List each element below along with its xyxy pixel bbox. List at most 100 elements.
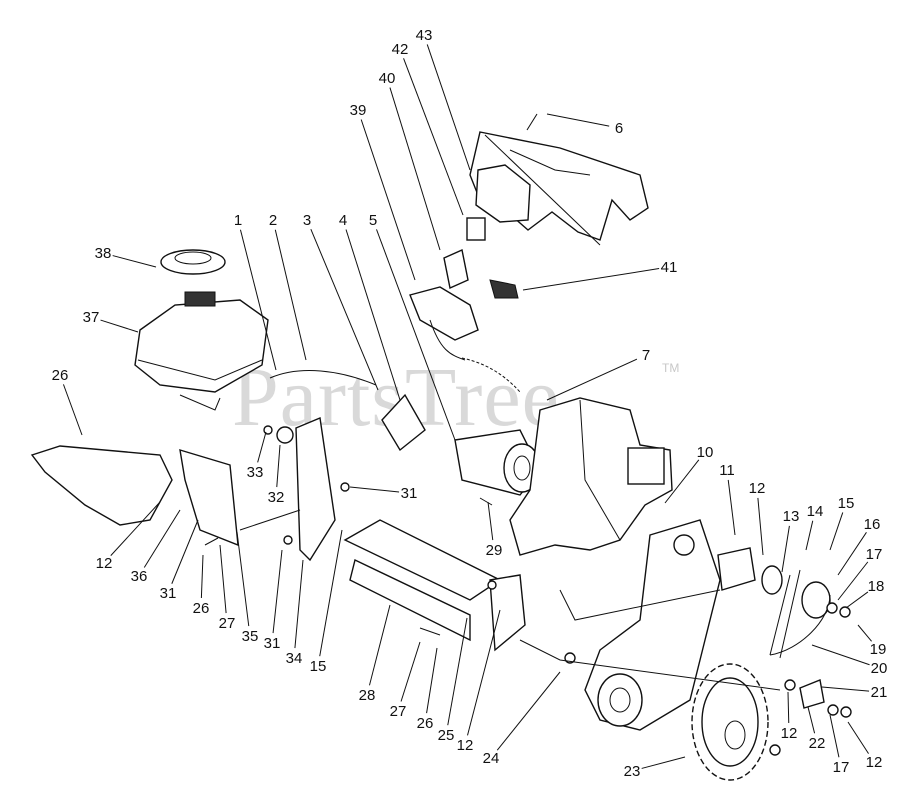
leader-line bbox=[546, 113, 610, 127]
callout-c15b: 15 bbox=[310, 529, 343, 675]
watermark-trademark: TM bbox=[662, 361, 679, 375]
callout-c36: 36 bbox=[131, 509, 181, 585]
callout-number: 12 bbox=[457, 737, 474, 754]
leader-line bbox=[239, 229, 277, 371]
leader-line bbox=[487, 501, 494, 541]
callout-number: 12 bbox=[866, 754, 883, 771]
callout-number: 3 bbox=[303, 212, 311, 229]
callout-c21: 21 bbox=[821, 684, 888, 701]
callout-c14: 14 bbox=[805, 503, 823, 551]
leader-line bbox=[100, 319, 139, 333]
callout-number: 24 bbox=[483, 750, 500, 767]
callout-c18: 18 bbox=[845, 578, 884, 609]
callout-number: 31 bbox=[160, 585, 177, 602]
callout-c7: 7 bbox=[546, 347, 650, 401]
callout-c19: 19 bbox=[857, 624, 887, 658]
callout-number: 31 bbox=[401, 485, 418, 502]
callout-c38: 38 bbox=[95, 245, 157, 268]
callout-c37: 37 bbox=[83, 309, 139, 333]
engine-cover-part bbox=[469, 113, 649, 246]
leader-line bbox=[641, 756, 686, 769]
fuel-tank-part bbox=[134, 249, 269, 411]
callout-number: 27 bbox=[219, 615, 236, 632]
leader-line bbox=[310, 229, 379, 391]
callout-c31b: 31 bbox=[264, 549, 283, 652]
leader-line bbox=[294, 559, 304, 649]
leader-line bbox=[781, 525, 790, 573]
leader-line bbox=[62, 384, 83, 436]
bracket-part bbox=[179, 449, 239, 547]
leader-line bbox=[276, 444, 281, 488]
callout-number: 37 bbox=[83, 309, 100, 326]
wheel-part bbox=[691, 663, 769, 781]
left-panel-part bbox=[30, 445, 173, 526]
callout-number: 16 bbox=[864, 516, 881, 533]
callout-number: 28 bbox=[359, 687, 376, 704]
callout-number: 21 bbox=[871, 684, 888, 701]
callout-number: 12 bbox=[96, 555, 113, 572]
callout-number: 29 bbox=[486, 542, 503, 559]
leader-line bbox=[821, 686, 870, 692]
callout-c17a: 17 bbox=[837, 546, 883, 601]
leader-line bbox=[319, 529, 343, 657]
leader-line bbox=[360, 119, 416, 281]
callout-c25: 25 bbox=[438, 617, 468, 744]
leader-line bbox=[376, 229, 456, 441]
leader-line bbox=[546, 358, 638, 401]
callout-number: 43 bbox=[416, 27, 433, 44]
leader-line bbox=[757, 497, 764, 556]
switch-assembly-part bbox=[409, 217, 521, 393]
leader-line bbox=[274, 229, 307, 361]
pulley-belt-part bbox=[717, 547, 851, 659]
callout-c22: 22 bbox=[807, 706, 825, 752]
leader-line bbox=[811, 644, 870, 666]
leader-line bbox=[368, 604, 391, 686]
plate-part bbox=[381, 393, 426, 452]
leader-line bbox=[400, 641, 421, 702]
callout-number: 15 bbox=[838, 495, 855, 512]
callout-number: 25 bbox=[438, 727, 455, 744]
callout-c13: 13 bbox=[781, 508, 799, 573]
callout-number: 26 bbox=[193, 600, 210, 617]
callout-number: 36 bbox=[131, 568, 148, 585]
callout-c5: 5 bbox=[369, 212, 456, 441]
leader-line bbox=[467, 609, 501, 736]
leader-line bbox=[845, 591, 869, 609]
callout-c26a: 26 bbox=[52, 367, 83, 436]
leader-line bbox=[829, 512, 844, 551]
callout-c6: 6 bbox=[546, 113, 623, 137]
leader-line bbox=[110, 501, 161, 556]
callout-number: 12 bbox=[749, 480, 766, 497]
leader-line bbox=[787, 691, 790, 724]
callout-c12b: 12 bbox=[781, 691, 798, 742]
leader-line bbox=[257, 431, 267, 463]
callout-c11: 11 bbox=[719, 462, 736, 536]
leader-line bbox=[829, 714, 840, 758]
callout-number: 42 bbox=[392, 41, 409, 58]
callout-number: 40 bbox=[379, 70, 396, 87]
leader-line bbox=[664, 459, 700, 504]
callout-number: 2 bbox=[269, 212, 277, 229]
callout-number: 23 bbox=[624, 763, 641, 780]
callout-number: 12 bbox=[781, 725, 798, 742]
callout-c23: 23 bbox=[624, 756, 686, 780]
callout-number: 17 bbox=[866, 546, 883, 563]
callout-number: 26 bbox=[417, 715, 434, 732]
leader-line bbox=[857, 624, 872, 642]
callout-c42: 42 bbox=[392, 41, 464, 216]
callout-c20: 20 bbox=[811, 644, 887, 677]
leader-line bbox=[837, 561, 869, 601]
fuel-line-part bbox=[269, 370, 377, 386]
parts-artwork bbox=[30, 113, 852, 781]
leader-line bbox=[847, 721, 869, 754]
callout-number: 19 bbox=[870, 641, 887, 658]
callout-c41: 41 bbox=[522, 259, 677, 291]
callout-c17b: 17 bbox=[829, 714, 849, 776]
axle-hardware-part bbox=[769, 679, 852, 756]
callout-number: 7 bbox=[642, 347, 650, 364]
callout-c16: 16 bbox=[837, 516, 881, 576]
callout-number: 5 bbox=[369, 212, 377, 229]
callout-c27b: 27 bbox=[219, 544, 236, 632]
callout-c2: 2 bbox=[269, 212, 307, 361]
